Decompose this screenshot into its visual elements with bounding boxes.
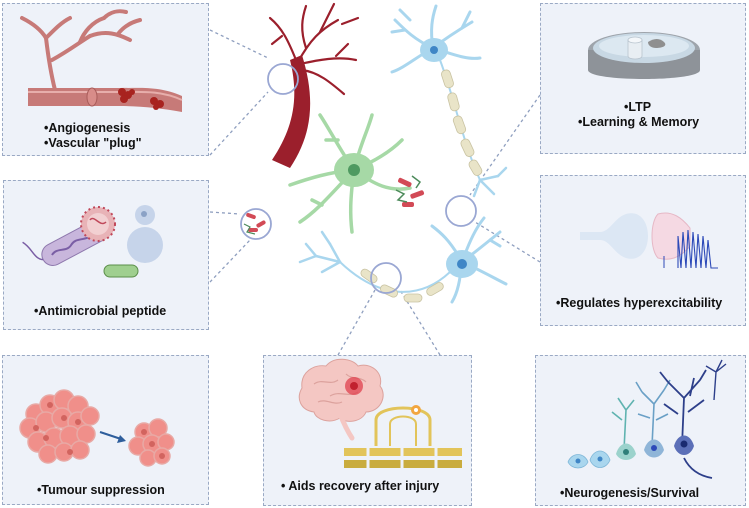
neurogenesis-icon [567,359,727,479]
peptide-cluster-icon [395,175,425,207]
remyelination-icon [344,405,462,470]
neurogenesis-panel [535,355,746,506]
brain-injury-icon [298,358,384,441]
zoom-circle-vessel [267,63,299,95]
microbes-icon [22,205,163,278]
angiogenesis-label: •Angiogenesis •Vascular "plug" [44,121,142,151]
electrophysiology-icon [580,212,718,269]
connector-lines [209,29,541,356]
learning-memory-line: •Learning & Memory [578,115,700,129]
neuron-bottom-icon [298,216,508,304]
neurogenesis-label: •Neurogenesis/Survival [560,486,700,500]
astrocyte-icon [288,113,412,234]
tumour-cells-icon [19,389,175,467]
water-maze-icon [588,32,700,79]
vascular-plug-line: •Vascular "plug" [44,136,142,150]
neuron-top-icon [390,4,508,198]
hyperexcitability-label: •Regulates hyperexcitability [556,296,723,310]
peptide-zoom-icon [240,208,272,240]
antimicrobial-label: •Antimicrobial peptide [34,304,167,318]
antimicrobial-panel [3,180,209,330]
tumour-suppression-label: •Tumour suppression [37,483,165,497]
ltp-label: •LTP •Learning & Memory [578,100,699,130]
angiogenesis-vessel-icon [20,9,183,112]
ltp-line: •LTP [624,100,652,114]
recovery-label: • Aids recovery after injury [281,479,440,493]
angiogenesis-line-1: •Angiogenesis [44,121,131,135]
zoom-circle-synapse [445,195,477,227]
blood-vessel-icon [268,2,360,168]
zoom-circle-axon [370,262,402,294]
